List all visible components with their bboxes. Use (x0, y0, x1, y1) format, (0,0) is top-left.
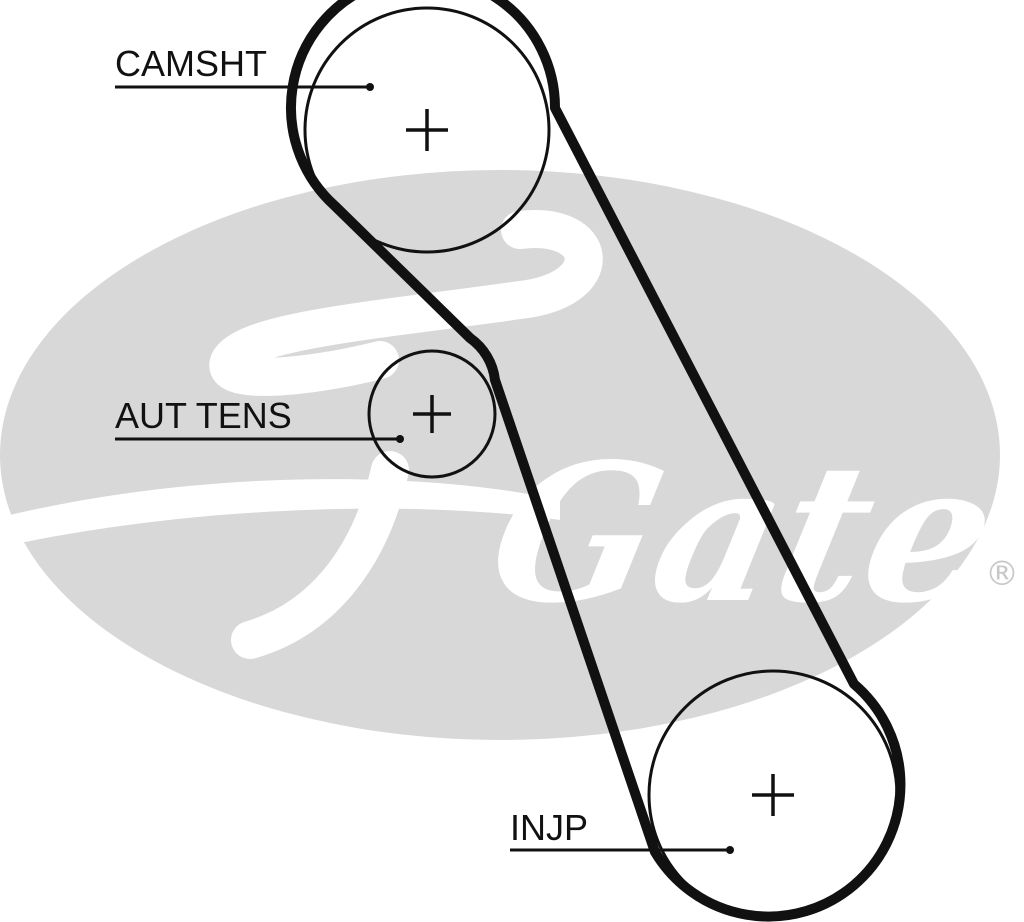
camshaft-label-group: CAMSHT (115, 43, 374, 91)
tensioner-leader-dot (396, 435, 404, 443)
tensioner-label-group: AUT TENS (115, 395, 404, 443)
logo-g-stroke (209, 210, 603, 396)
injection-pump-leader-dot (726, 846, 734, 854)
camshaft-label: CAMSHT (115, 43, 267, 84)
gates-logo-icon: Gates ® (0, 170, 1024, 740)
logo-swoosh (10, 479, 560, 545)
logo-g-tail (231, 451, 409, 659)
camshaft-leader-dot (366, 83, 374, 91)
tensioner-label: AUT TENS (115, 395, 292, 436)
injection-pump-label: INJP (510, 807, 588, 848)
injection-pump-pulley (647, 669, 899, 921)
registered-mark: ® (985, 554, 1019, 594)
injection-pump-label-group: INJP (510, 807, 734, 854)
logo-wordmark: Gates (473, 423, 1024, 646)
tensioner-pulley (367, 349, 497, 479)
logo-ellipse (0, 170, 1000, 740)
camshaft-pulley (303, 6, 551, 254)
